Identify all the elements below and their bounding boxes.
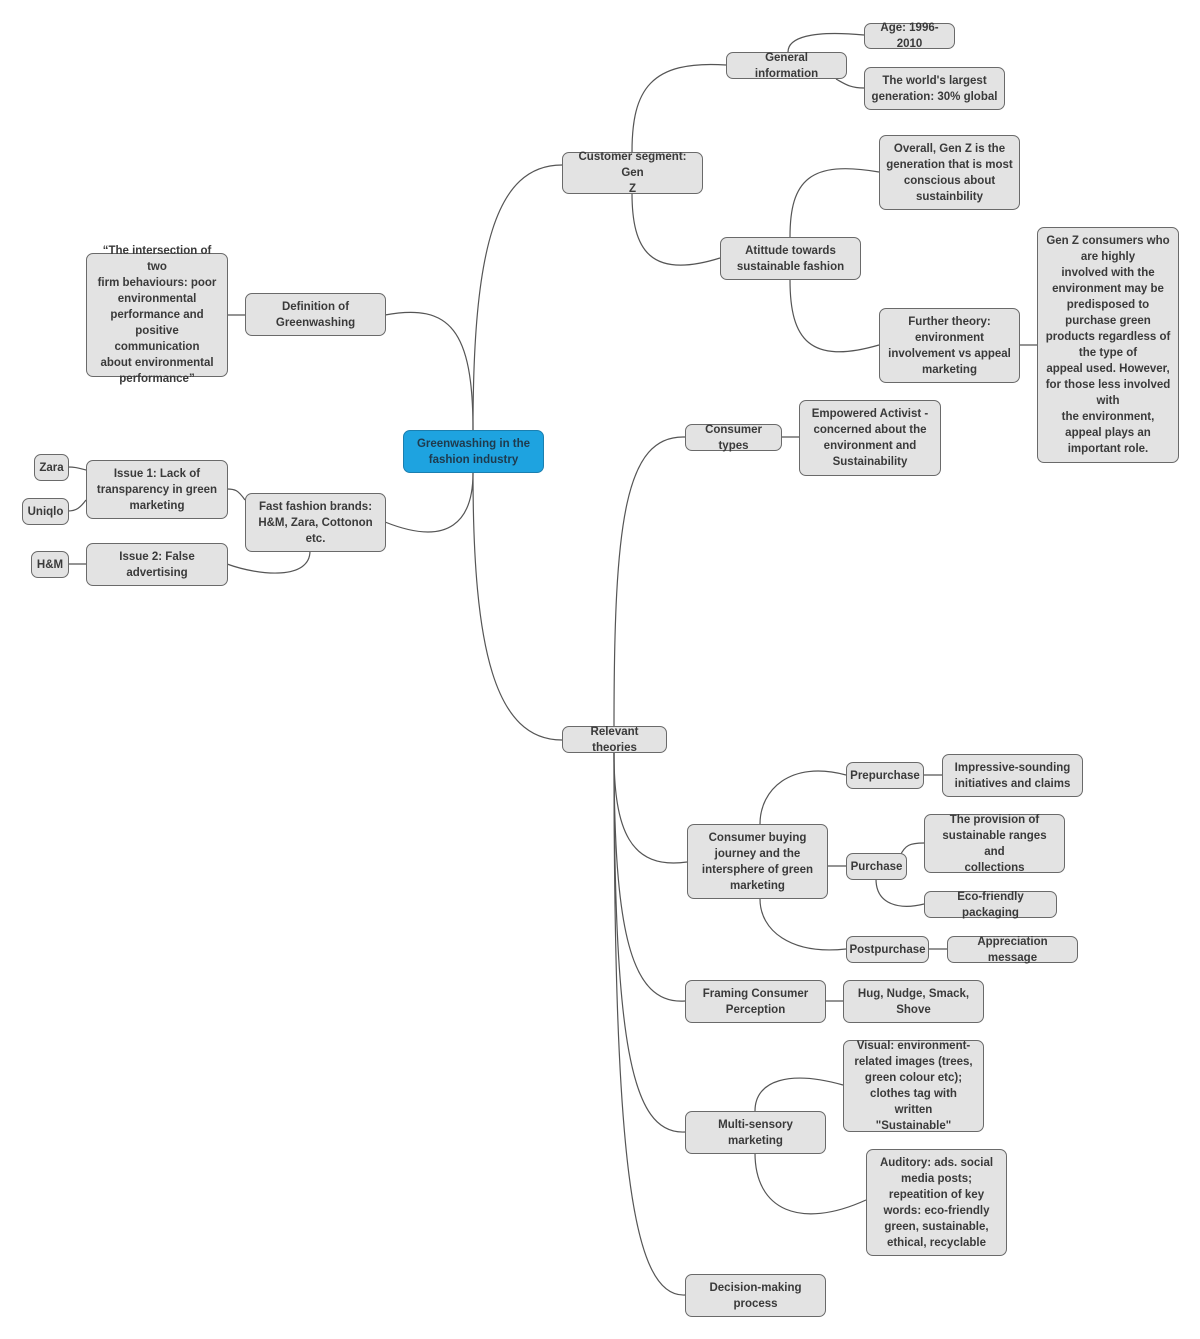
node-overall-gen-z[interactable]: Overall, Gen Z is the generation that is… [879,135,1020,210]
link-issue1-uniqlo [67,499,87,512]
link-purchase-eco [875,878,925,907]
link-root-customer-segment [472,164,563,431]
link-general-largest [835,78,865,89]
node-impressive-claims[interactable]: Impressive-sounding initiatives and clai… [942,754,1083,797]
link-journey-prepurchase [759,770,847,825]
node-largest-generation[interactable]: The world's largest generation: 30% glob… [864,67,1005,110]
node-definition[interactable]: Definition of Greenwashing [245,293,386,336]
link-theories-decision [613,752,686,1296]
node-fast-fashion[interactable]: Fast fashion brands: H&M, Zara, Cottonon… [245,493,386,552]
node-age[interactable]: Age: 1996-2010 [864,22,955,50]
link-multisensory-visual [754,1077,844,1112]
link-fast-issue1 [226,488,246,501]
link-attitude-further [789,279,880,353]
link-multisensory-auditory [754,1152,867,1215]
link-theories-journey [613,752,688,864]
node-customer-segment[interactable]: Customer segment: Gen Z [562,151,703,195]
node-eco-packaging[interactable]: Eco-friendly packaging [924,891,1057,919]
link-root-fast-fashion [384,472,474,533]
node-multisensory[interactable]: Multi-sensory marketing [685,1111,826,1154]
node-postpurchase[interactable]: Postpurchase [846,936,929,963]
node-decision-making[interactable]: Decision-making process [685,1274,826,1317]
link-theories-consumer-types [613,436,686,728]
node-prepurchase[interactable]: Prepurchase [846,762,924,789]
node-zara[interactable]: Zara [34,454,69,481]
node-hm[interactable]: H&M [31,551,69,578]
link-root-definition [384,311,474,431]
link-segment-general [631,63,727,153]
node-uniqlo[interactable]: Uniqlo [22,498,69,525]
node-provision[interactable]: The provision of sustainable ranges and … [924,814,1065,874]
link-attitude-overall [789,168,880,238]
node-buying-journey[interactable]: Consumer buying journey and the intersph… [687,824,828,899]
node-gen-z-consumers[interactable]: Gen Z consumers who are highly involved … [1037,227,1179,463]
node-purchase[interactable]: Purchase [846,853,907,880]
link-theories-multisensory [613,752,686,1133]
link-segment-attitude [631,192,721,266]
node-relevant-theories[interactable]: Relevant theories [562,726,667,754]
node-issue-2[interactable]: Issue 2: False advertising [86,543,228,586]
link-theories-framing [613,752,686,1002]
node-further-theory[interactable]: Further theory: environment involvement … [879,308,1020,383]
link-fast-issue2 [226,550,311,574]
link-root-relevant-theories [472,472,563,741]
node-definition-quote[interactable]: “The intersection of two firm behaviours… [86,245,228,385]
node-attitude[interactable]: Atittude towards sustainable fashion [720,237,861,280]
node-general-information[interactable]: General information [726,52,847,80]
node-framing[interactable]: Framing Consumer Perception [685,980,826,1023]
node-hug-nudge[interactable]: Hug, Nudge, Smack, Shove [843,980,984,1023]
node-empowered-activist[interactable]: Empowered Activist - concerned about the… [799,400,941,476]
node-appreciation[interactable]: Appreciation message [947,936,1078,964]
root-topic[interactable]: Greenwashing in the fashion industry [403,430,544,473]
node-consumer-types[interactable]: Consumer types [685,424,782,452]
link-journey-postpurchase [759,898,847,951]
link-issue1-zara [67,466,87,471]
link-general-age [787,32,865,53]
node-visual[interactable]: Visual: environment- related images (tre… [843,1040,984,1132]
node-auditory[interactable]: Auditory: ads. social media posts; repea… [866,1149,1007,1256]
node-issue-1[interactable]: Issue 1: Lack of transparency in green m… [86,460,228,519]
